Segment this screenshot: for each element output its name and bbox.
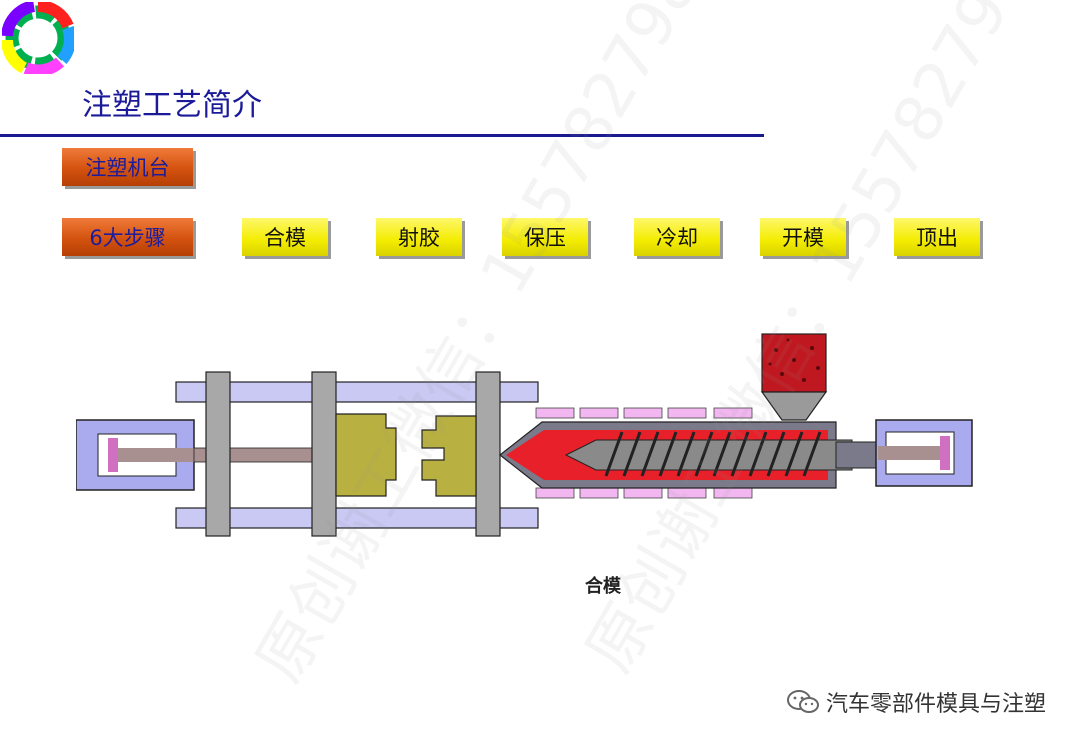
footer-text: 汽车零部件模具与注塑 (825, 692, 1046, 717)
step-button-open-mold[interactable]: 开模 (760, 218, 846, 256)
footer-brand: 汽车零部件模具与注塑 (786, 686, 1046, 718)
title-divider (0, 134, 764, 137)
diagram-caption: 合模 (585, 576, 621, 597)
step-button-inject[interactable]: 射胶 (376, 218, 462, 256)
wechat-icon (786, 690, 819, 713)
injection-machine-diagram (76, 333, 973, 537)
cycle-arrows-logo-icon (2, 2, 74, 74)
step-button-close-mold[interactable]: 合模 (242, 218, 328, 256)
step-button-hold-pressure[interactable]: 保压 (502, 218, 588, 256)
step-button-eject[interactable]: 顶出 (894, 218, 980, 256)
step-button-cool[interactable]: 冷却 (634, 218, 720, 256)
machine-label-button[interactable]: 注塑机台 (62, 148, 193, 186)
page-title: 注塑工艺简介 (82, 88, 262, 123)
steps-label-button[interactable]: 6大步骤 (62, 218, 193, 256)
